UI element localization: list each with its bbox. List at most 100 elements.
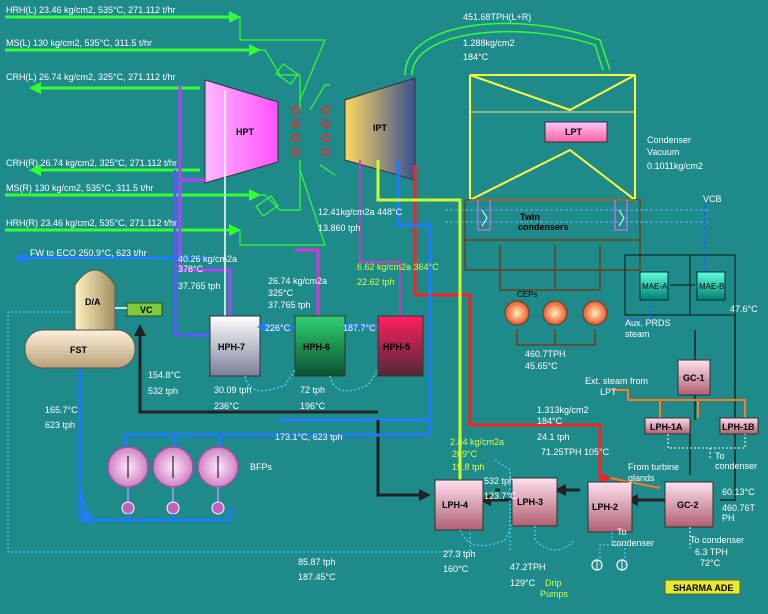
hph6-drain xyxy=(329,369,379,392)
lph4-drain-flow: 27.3 tph xyxy=(443,549,476,559)
drip-label-2: Pumps xyxy=(540,589,569,599)
hph7-extraction xyxy=(178,85,232,316)
lph-2[interactable] xyxy=(587,481,633,533)
hph6-label: HPH-6 xyxy=(303,342,330,352)
hph7-ext-flow: 37.765 tph xyxy=(178,281,221,291)
turbine-connections xyxy=(239,17,336,246)
hph6-drain-flow: 72 tph xyxy=(300,385,325,395)
to-condenser-1a: To xyxy=(715,451,725,461)
lph-ext-temp: 184°C xyxy=(537,416,563,426)
gland-steam-line xyxy=(609,477,661,489)
condensate-right xyxy=(689,315,736,501)
lp-turbine[interactable] xyxy=(469,74,638,201)
hph-5[interactable] xyxy=(377,315,424,377)
aux-prds-1: Aux. PRDS xyxy=(625,318,671,328)
lph-drains xyxy=(459,459,626,565)
tph-72-flow: 6.3 TPH xyxy=(695,547,728,557)
gland-cooler-2[interactable] xyxy=(664,481,714,528)
ceps-label: CEPs xyxy=(517,290,537,299)
fw-eco-label: FW to ECO 250.9°C, 623 t/hr xyxy=(30,248,147,258)
svg-text:↓: ↓ xyxy=(591,309,596,319)
lph-ext-flow: 24.1 tph xyxy=(537,432,570,442)
hph6-extraction xyxy=(295,248,320,316)
to-condenser-2a: To xyxy=(617,527,627,537)
lph-ext-pressure: 1.313kg/cm2 xyxy=(537,405,589,415)
lph4-feed-line xyxy=(376,420,431,501)
gc-out-unit: PH xyxy=(722,513,735,523)
vent-condenser[interactable] xyxy=(126,302,163,317)
lph4-drain-temp: 160°C xyxy=(443,564,469,574)
ipt-blue-line xyxy=(280,160,432,422)
hph7-ext-pressure: 40.26 kg/cm2a xyxy=(178,254,237,264)
gc1-label: GC-1 xyxy=(683,373,705,383)
crh-r-label: CRH(R) 26.74 kg/cm2, 325°C, 271.112 t/hr xyxy=(6,158,177,168)
hph5-ext-pressure: 6.62 kg/cm2a 364°C xyxy=(357,262,439,272)
gc2-label: GC-2 xyxy=(677,500,699,510)
lph-4[interactable] xyxy=(434,479,484,531)
twin-label-2: condensers xyxy=(518,222,569,232)
ms-r-label: MS(R) 130 kg/cm2, 535°C, 311.5 t/hr xyxy=(6,183,154,193)
credit-box xyxy=(664,579,741,595)
lph-1b[interactable] xyxy=(719,417,759,435)
lph1-ext-line xyxy=(612,389,746,418)
gc-out-flow: 460.76T xyxy=(722,503,756,513)
fst-label: FST xyxy=(70,345,88,355)
lph4-out-temp: 123.7°C xyxy=(484,491,517,501)
fw-return-dotted xyxy=(7,311,471,553)
bfp-header xyxy=(123,420,432,450)
lph4-ext-flow: 19.8 tph xyxy=(452,462,485,472)
from-turbine-2: glands xyxy=(628,473,655,483)
twin-label-1: Twin xyxy=(520,212,540,222)
pump-suction-stubs xyxy=(126,514,175,520)
lph4-out-flow: 532 tph xyxy=(484,476,514,486)
from-turbine-1: From turbine xyxy=(628,462,679,472)
cooling-water-lines xyxy=(445,209,710,223)
hpt-label: HPT xyxy=(236,127,255,137)
temp-226: 226°C xyxy=(265,323,291,333)
ipt-label: IPT xyxy=(373,123,388,133)
bfp-suction-line xyxy=(78,368,232,522)
bfp-suction-flow: 532 tph xyxy=(148,386,178,396)
hph-7[interactable] xyxy=(209,315,261,377)
gland-cooler-1[interactable] xyxy=(677,359,711,396)
hph-6[interactable] xyxy=(294,315,346,377)
drip-label-1: Drip xyxy=(545,578,562,588)
condenser-label-1: Condenser xyxy=(647,135,691,145)
temp-187: 187.7°C xyxy=(343,323,376,333)
deaerator[interactable] xyxy=(74,269,116,331)
lph4-ext-temp: 269°C xyxy=(452,449,478,459)
prds-line xyxy=(620,300,651,321)
ms-l-label: MS(L) 130 kg/cm2, 535°C, 311.5 t/hr xyxy=(6,38,152,48)
hp-turbine[interactable] xyxy=(204,79,279,184)
hph7-feed-link xyxy=(173,170,210,337)
to-condenser-3: To condenser xyxy=(690,535,744,545)
bfp-discharge: 173.1°C, 623 tph xyxy=(275,432,343,442)
hph6-ext-pressure: 26.74 kg/cm2a xyxy=(268,276,327,286)
lph1-drain xyxy=(667,434,746,458)
cep-pumps[interactable]: ↓ ↓ ↓ xyxy=(504,300,608,326)
feed-storage-tank[interactable] xyxy=(24,329,136,369)
cep-out-temp: 45.65°C xyxy=(525,361,558,371)
vc-label: VC xyxy=(140,305,153,315)
mae-b[interactable] xyxy=(696,271,726,301)
lph4-extraction xyxy=(376,160,462,480)
lp-crossover-pipe xyxy=(404,22,611,76)
boiler-feed-pumps[interactable] xyxy=(107,446,239,515)
lph1b-label: LPH-1B xyxy=(722,422,755,432)
vcb-label: VCB xyxy=(703,194,722,204)
lph3-drain-flow: 47.2TPH xyxy=(510,562,546,572)
drip-pump-arrows xyxy=(596,560,623,570)
hrh-l-label: HRH(L) 23.46 kg/cm2, 535°C, 271.112 t/hr xyxy=(6,5,176,15)
lph1a-label: LPH-1A xyxy=(650,422,683,432)
mae-a[interactable] xyxy=(639,271,669,301)
fw-return-flow: 85.87 tph xyxy=(298,557,336,567)
steam-lines xyxy=(5,11,261,236)
hrh-r-label: HRH(R) 23.46 kg/cm2, 535°C, 271.112 t/hr xyxy=(6,218,177,228)
hph7-drain-temp: 236°C xyxy=(214,401,240,411)
cep-piping xyxy=(499,245,601,346)
ext-steam-1: Ext. steam from xyxy=(585,376,648,386)
hph7-drain xyxy=(244,369,296,392)
hph7-label: HPH-7 xyxy=(218,342,245,352)
bfp-feed-line xyxy=(134,324,378,414)
